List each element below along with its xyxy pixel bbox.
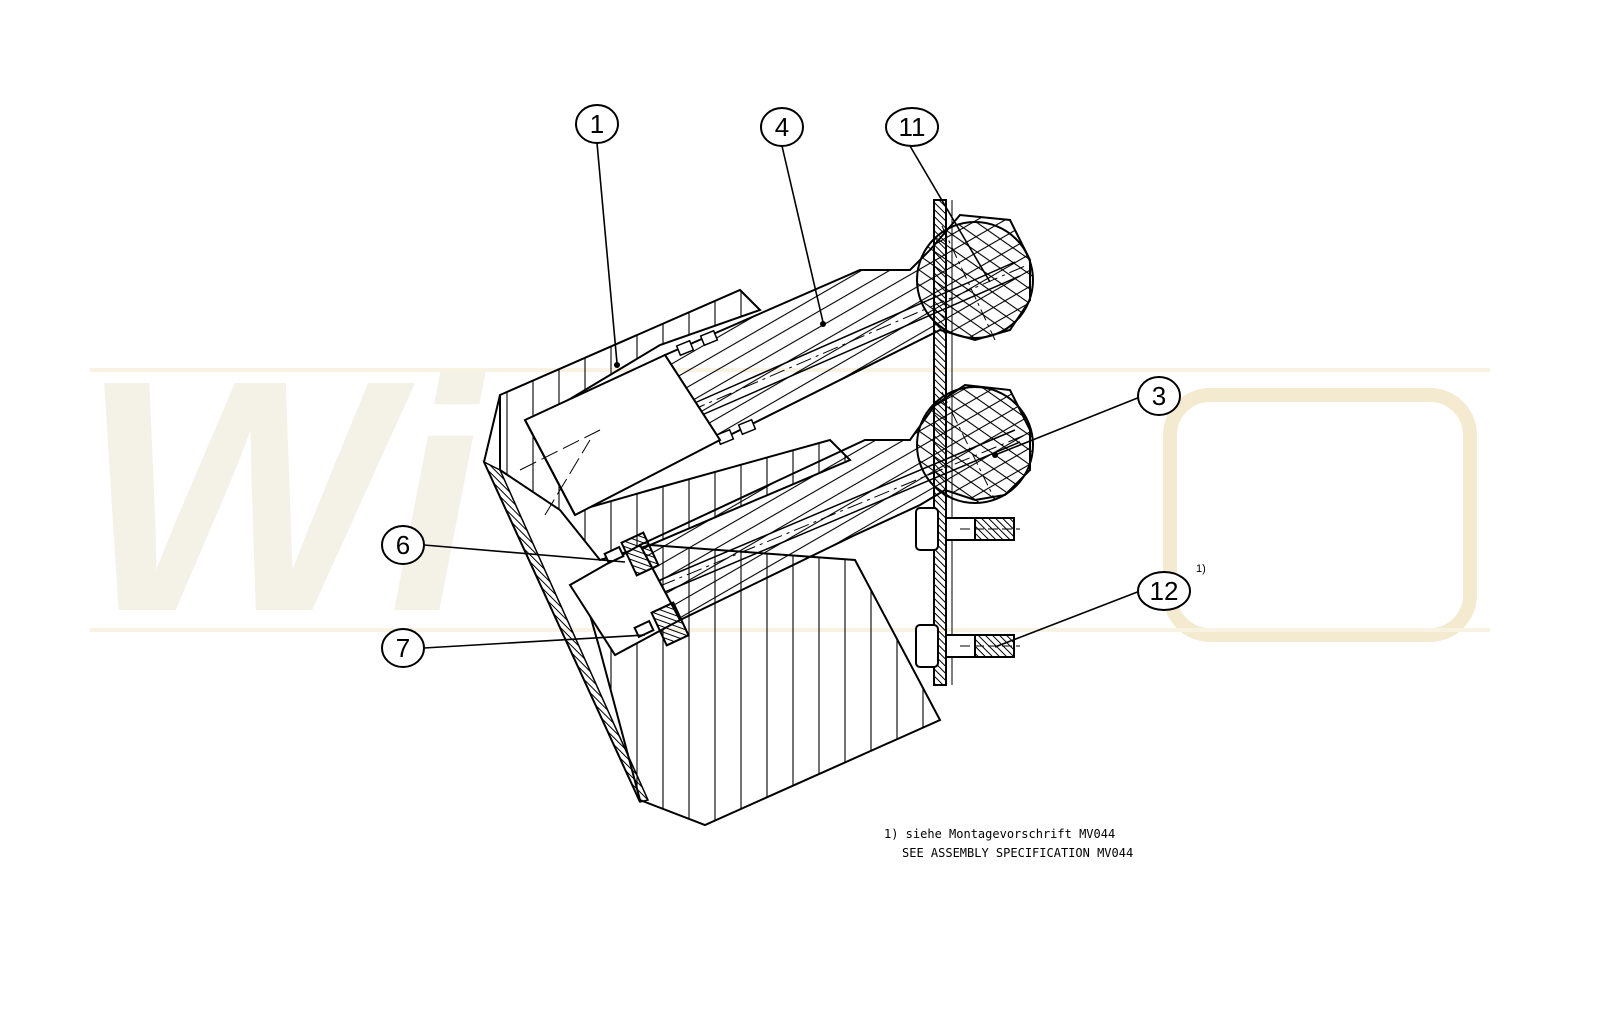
callout-11-label: 11 (899, 112, 926, 142)
callout-3: 3 (1137, 376, 1181, 416)
callout-4: 4 (760, 107, 804, 147)
callout-1-label: 1 (590, 109, 604, 139)
bolt-lower (915, 624, 1020, 668)
callout-7: 7 (381, 628, 425, 668)
mounting-flange (933, 199, 953, 686)
leader-dots (614, 321, 998, 458)
callout-3-label: 3 (1152, 381, 1166, 411)
callout-4-label: 4 (775, 112, 789, 142)
watermark: Wi (80, 311, 1490, 680)
wear-plate (482, 394, 650, 803)
bearing-assembly (568, 531, 690, 657)
callout-6-label: 6 (396, 530, 410, 560)
leader-lines (423, 142, 1141, 649)
watermark-badge (1163, 388, 1477, 642)
note-line-1: 1) siehe Montagevorschrift MV044 (884, 827, 1115, 841)
callout-1: 1 (575, 104, 619, 144)
note-line-2: SEE ASSEMBLY SPECIFICATION MV044 (902, 846, 1133, 860)
upper-sleeve (519, 353, 722, 517)
footnote-marker: 1) (1196, 563, 1206, 575)
callout-6: 6 (381, 525, 425, 565)
callout-7-label: 7 (396, 633, 410, 663)
callout-12: 12 (1137, 571, 1191, 611)
bolt-upper (915, 507, 1020, 551)
callout-12-label: 12 (1150, 576, 1179, 606)
callout-11: 11 (885, 107, 939, 147)
watermark-text: Wi (80, 311, 487, 680)
